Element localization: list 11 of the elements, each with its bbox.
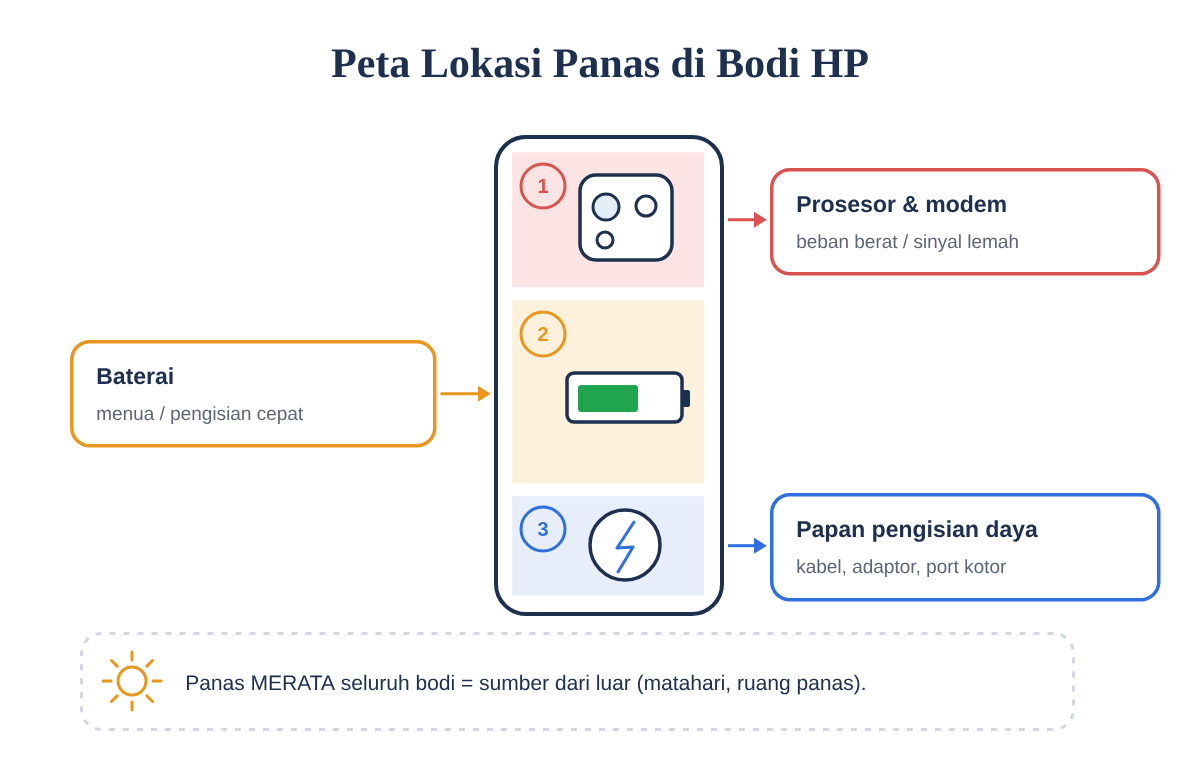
card-title: Papan pengisian daya (797, 520, 1038, 542)
number-badge: 3 (519, 505, 567, 553)
card-description: menua / pengisian cepat (97, 406, 304, 424)
card-description: beban berat / sinyal lemah (797, 234, 1018, 252)
title: Peta Lokasi Panas di Bodi HP (331, 47, 868, 78)
number-badge: 1 (519, 162, 567, 210)
card-title: Prosesor & modem (797, 195, 1006, 213)
number-badge: 2 (519, 310, 567, 358)
card-description: kabel, adaptor, port kotor (797, 559, 1007, 577)
note-text: Panas MERATA seluruh bodi = sumber dari luar (matahari, ruang panas). (186, 674, 865, 695)
card-title: Baterai (97, 367, 173, 385)
